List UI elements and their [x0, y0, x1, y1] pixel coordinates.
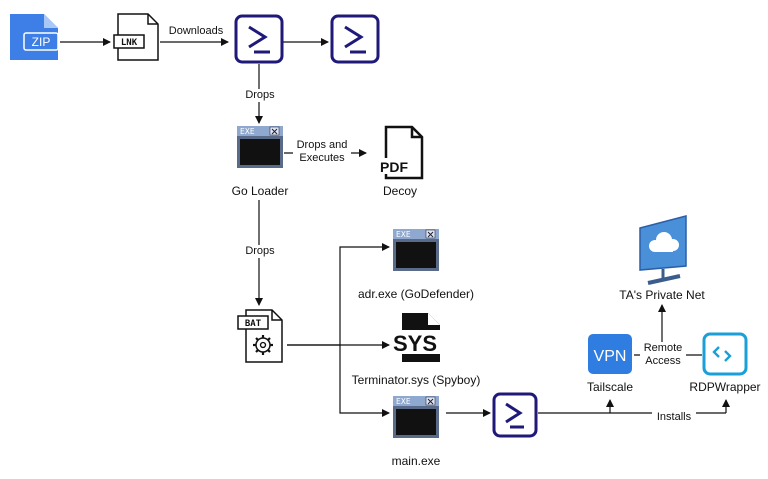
powershell-icon	[492, 392, 538, 438]
sys-file-icon: SYS	[390, 313, 440, 362]
cloud-monitor-icon	[639, 215, 687, 285]
lnk-file-icon: LNK	[113, 13, 159, 61]
powershell-icon	[234, 14, 284, 64]
node-label-terminator-sys: Terminator.sys (Spyboy)	[351, 373, 481, 387]
node-label-private-net: TA's Private Net	[619, 288, 705, 302]
edge-label-drops-and-executes: Drops and Executes	[293, 139, 351, 165]
exe-window-icon: EXE	[393, 229, 439, 271]
zip-icon-text: ZIP	[32, 35, 51, 49]
node-label-decoy: Decoy	[382, 184, 417, 198]
exe-window-icon: EXE	[393, 396, 439, 438]
node-label-rdpwrapper: RDPWrapper	[689, 380, 761, 394]
node-label-adr-exe: adr.exe (GoDefender)	[357, 287, 475, 301]
node-label-tailscale: Tailscale	[586, 380, 634, 394]
exe-icon-text: EXE	[396, 230, 411, 239]
zip-file-icon: ZIP	[10, 14, 59, 60]
remote-desktop-icon	[702, 332, 748, 376]
exe-icon-text: EXE	[396, 397, 411, 406]
edge-bat-to-main	[339, 345, 390, 417]
exe-icon-text: EXE	[240, 127, 255, 136]
edge-label-downloads: Downloads	[166, 25, 226, 38]
edge-label-remote-access: Remote Access	[640, 342, 686, 368]
exe-window-icon: EXE	[237, 126, 283, 168]
edge-label-installs: Installs	[652, 411, 696, 424]
pdf-icon-text: PDF	[380, 159, 408, 175]
lnk-icon-text: LNK	[121, 38, 138, 48]
edge-label-line: Remote	[643, 342, 683, 354]
gear-icon	[253, 335, 273, 355]
node-label-main-exe: main.exe	[391, 454, 441, 468]
edge-label-drops: Drops	[242, 245, 278, 258]
powershell-icon	[330, 14, 380, 64]
edge-label-drops: Drops	[242, 89, 278, 102]
node-label-go-loader: Go Loader	[231, 184, 289, 198]
edge-label-line: Executes	[299, 152, 345, 164]
edge-label-line: Access	[645, 355, 681, 367]
edge-label-line: Drops and	[296, 139, 348, 151]
vpn-icon: VPN	[588, 334, 632, 374]
vpn-icon-text: VPN	[594, 348, 627, 365]
pdf-file-icon: PDF	[372, 125, 424, 180]
bat-icon-text: BAT	[245, 319, 262, 329]
sys-icon-text: SYS	[393, 331, 437, 356]
bat-file-icon: BAT	[237, 309, 283, 363]
